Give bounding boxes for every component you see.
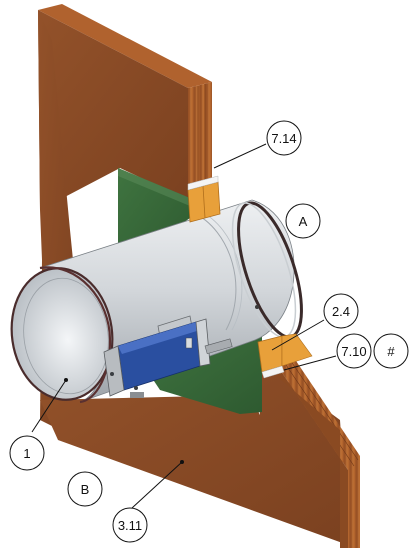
callout-1: 1 — [9, 435, 45, 471]
callout-hash: # — [373, 333, 409, 369]
callout-label: # — [387, 344, 395, 359]
leader-1 — [31, 379, 67, 433]
callout-label: A — [299, 214, 308, 229]
callout-B: B — [67, 471, 103, 507]
callout-3-11: 3.11 — [112, 507, 148, 543]
wall-edge-lower — [268, 346, 360, 548]
wall-edge-upper — [188, 82, 212, 200]
callout-label: 7.10 — [341, 344, 366, 359]
leader-2-4 — [271, 319, 325, 351]
wall-front-face-upper — [38, 10, 188, 210]
wall-front-face-lower — [40, 360, 348, 545]
callout-2-4: 2.4 — [323, 293, 359, 329]
callout-label: 3.11 — [118, 518, 142, 533]
callout-label: 7.14 — [271, 131, 296, 146]
leader-3-11 — [131, 461, 183, 509]
leader-lines — [31, 143, 337, 509]
wall-top-face — [38, 4, 212, 88]
callout-label: 1 — [23, 446, 30, 461]
callout-A: A — [285, 203, 321, 239]
damper-duct — [10, 199, 303, 404]
callout-label: B — [81, 482, 90, 497]
fire-panel-lower — [140, 330, 262, 414]
leader-7-10 — [283, 355, 337, 371]
insulation — [187, 175, 313, 379]
wall-upper — [38, 4, 212, 210]
leader-7-14 — [213, 143, 267, 169]
insulation-lower — [257, 335, 283, 373]
actuator-icon — [103, 315, 233, 398]
callout-7-10: 7.10 — [336, 333, 372, 369]
callout-7-14: 7.14 — [266, 120, 302, 156]
callout-label: 2.4 — [332, 304, 350, 319]
